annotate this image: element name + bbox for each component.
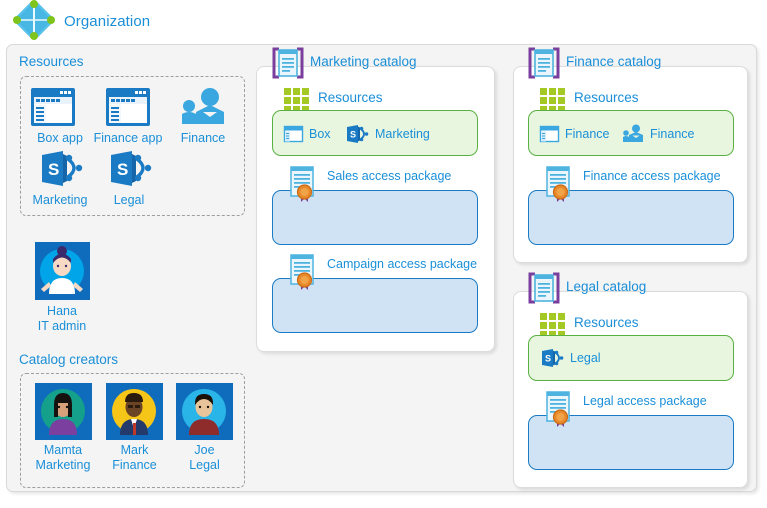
resource-tile-finance-app[interactable]: Finance app xyxy=(92,86,164,145)
catalog-resource-finance-group[interactable]: Finance xyxy=(622,124,694,143)
resource-label: Legal xyxy=(113,193,145,207)
person-name: Hana xyxy=(47,304,77,318)
access-package-label: Sales access package xyxy=(327,169,452,183)
group-people-icon xyxy=(182,88,224,124)
org-resources-label: Resources xyxy=(19,54,84,69)
avatar-mark-icon xyxy=(106,383,163,440)
grid-green-icon xyxy=(540,313,565,338)
access-package-icon xyxy=(546,391,578,429)
svg-text:S: S xyxy=(48,160,59,179)
catalog-resource-label: Marketing xyxy=(375,127,430,141)
access-package-icon xyxy=(290,166,322,204)
catalog-resources-label: Resources xyxy=(574,315,639,330)
resource-tile-box-app[interactable]: Box app xyxy=(29,86,91,145)
svg-text:S: S xyxy=(117,160,128,179)
resource-label: Finance app xyxy=(93,131,163,145)
catalog-resource-finance-app[interactable]: Finance xyxy=(539,125,610,143)
catalog-resources-strip-marketing xyxy=(272,110,478,156)
person-role: IT admin xyxy=(37,319,87,333)
org-resources-dashed-box xyxy=(20,76,245,216)
grid-green-icon xyxy=(540,88,565,113)
person-name: Mark xyxy=(120,443,149,457)
sharepoint-icon: S xyxy=(111,151,152,186)
catalog-resource-legal[interactable]: S Legal xyxy=(540,348,601,368)
person-role: Legal xyxy=(189,458,220,472)
person-card-joe[interactable]: Joe Legal xyxy=(176,383,233,473)
person-role: Marketing xyxy=(35,458,91,472)
catalog-icon xyxy=(271,46,305,80)
access-package-icon xyxy=(546,166,578,204)
catalog-resource-label: Finance xyxy=(650,126,695,141)
sharepoint-icon: S xyxy=(347,125,369,143)
catalog-resource-box[interactable]: Box xyxy=(283,125,331,143)
sharepoint-icon: S xyxy=(542,349,564,367)
app-window-icon xyxy=(31,88,75,126)
catalog-title: Marketing catalog xyxy=(310,54,417,69)
catalog-creators-dashed-box xyxy=(20,373,245,488)
catalog-title: Legal catalog xyxy=(566,279,647,294)
access-package-label: Legal access package xyxy=(583,394,707,408)
person-card-hana[interactable]: Hana IT admin xyxy=(33,242,91,334)
catalog-resources-label: Resources xyxy=(574,90,639,105)
catalog-icon xyxy=(527,271,561,305)
grid-green-icon xyxy=(284,88,309,113)
app-window-small-icon xyxy=(539,125,560,143)
catalog-resource-label: Finance xyxy=(565,127,610,141)
resource-tile-legal-sharepoint[interactable]: S Legal xyxy=(100,150,158,207)
resource-tile-marketing-sharepoint[interactable]: S Marketing xyxy=(29,150,91,207)
svg-text:S: S xyxy=(350,130,356,140)
avatar-mamta-icon xyxy=(34,383,92,440)
catalog-resource-marketing[interactable]: S Marketing xyxy=(345,124,430,144)
catalog-resources-strip-finance xyxy=(528,110,734,156)
azure-active-directory-icon xyxy=(4,0,62,48)
organization-title: Organization xyxy=(64,13,151,30)
person-role: Finance xyxy=(112,458,157,472)
resource-label: Finance xyxy=(180,131,226,145)
access-package-icon xyxy=(290,254,322,292)
app-window-icon xyxy=(106,88,150,126)
avatar-joe-icon xyxy=(176,383,233,440)
access-package-label: Finance access package xyxy=(583,169,721,183)
resource-label: Marketing xyxy=(32,193,88,207)
catalog-icon xyxy=(527,46,561,80)
person-name: Mamta xyxy=(43,443,83,457)
catalog-title: Finance catalog xyxy=(566,54,662,69)
person-name: Joe xyxy=(194,443,215,457)
group-people-small-icon xyxy=(623,124,643,142)
avatar-hana-icon xyxy=(34,242,90,300)
person-card-mamta[interactable]: Mamta Marketing xyxy=(32,383,94,473)
access-package-label: Campaign access package xyxy=(327,257,478,271)
catalog-resource-label: Box xyxy=(309,127,331,141)
person-card-mark[interactable]: Mark Finance xyxy=(106,383,163,473)
resource-label: Box app xyxy=(37,131,83,145)
resource-tile-finance-group[interactable]: Finance xyxy=(174,86,232,145)
app-window-small-icon xyxy=(283,125,304,143)
catalog-resources-label: Resources xyxy=(318,90,383,105)
catalog-creators-label: Catalog creators xyxy=(19,352,119,367)
catalog-resource-label: Legal xyxy=(570,351,601,365)
svg-text:S: S xyxy=(545,354,551,364)
sharepoint-icon: S xyxy=(42,151,83,186)
